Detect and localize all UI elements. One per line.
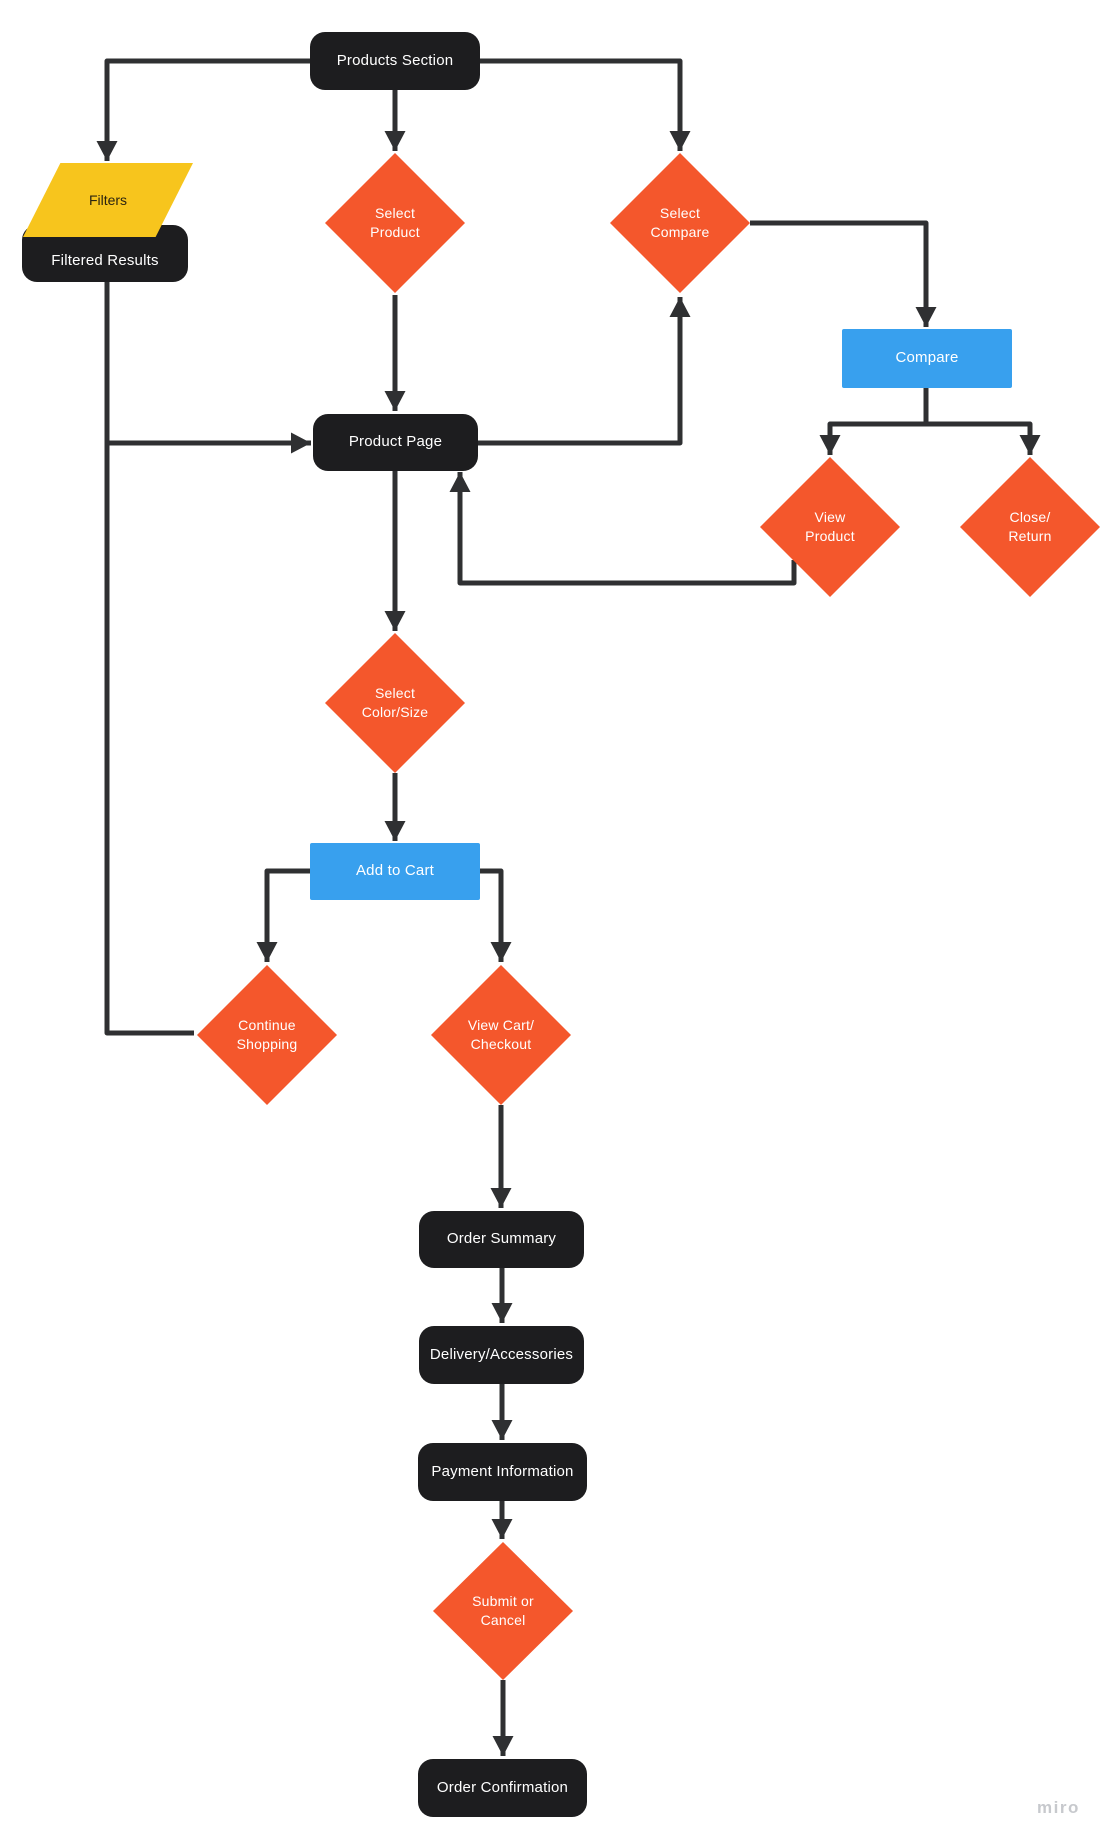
- node-compare[interactable]: Compare: [842, 329, 1012, 388]
- diamond-shape: [960, 457, 1100, 597]
- node-add-to-cart[interactable]: Add to Cart: [310, 843, 480, 900]
- node-delivery-accessories[interactable]: Delivery/Accessories: [419, 1326, 584, 1384]
- node-select-compare[interactable]: Select Compare: [610, 153, 750, 293]
- node-order-summary[interactable]: Order Summary: [419, 1211, 584, 1268]
- edge-add-to-cart-to-view-cart-checkout: [480, 868, 512, 962]
- node-products-section[interactable]: Products Section: [310, 32, 480, 90]
- diamond-shape: [325, 153, 465, 293]
- diamond-shape: [610, 153, 750, 293]
- rounded-rect-shape: [313, 414, 478, 471]
- edge-products-section-to-filters: [96, 58, 310, 161]
- rect-shape: [310, 843, 480, 900]
- diamond-shape: [325, 633, 465, 773]
- rounded-rect-shape: [418, 1443, 587, 1501]
- edge-view-product-to-product-page: [449, 472, 797, 586]
- rect-shape: [842, 329, 1012, 388]
- node-view-cart-checkout[interactable]: View Cart/ Checkout: [431, 965, 571, 1105]
- node-submit-or-cancel[interactable]: Submit or Cancel: [433, 1542, 573, 1680]
- node-order-confirmation[interactable]: Order Confirmation: [418, 1759, 587, 1817]
- node-continue-shopping[interactable]: Continue Shopping: [197, 965, 337, 1105]
- rounded-rect-shape: [419, 1326, 584, 1384]
- edge-compare-to-close-return: [923, 388, 1041, 455]
- node-view-product[interactable]: View Product: [760, 457, 900, 597]
- edge-products-section-to-select-compare: [480, 58, 691, 151]
- edge-add-to-cart-to-continue-shopping: [256, 868, 310, 962]
- node-product-page[interactable]: Product Page: [313, 414, 478, 471]
- diamond-shape: [197, 965, 337, 1105]
- node-select-color-size[interactable]: Select Color/Size: [325, 633, 465, 773]
- diamond-shape: [433, 1542, 573, 1680]
- rounded-rect-shape: [310, 32, 480, 90]
- parallelogram-shape: [23, 163, 193, 237]
- diamond-shape: [431, 965, 571, 1105]
- miro-watermark: miro: [1037, 1798, 1080, 1817]
- edge-select-compare-to-compare: [750, 220, 937, 327]
- edge-filtered-results-to-continue-shopping-rail: [104, 282, 194, 1036]
- node-close-return[interactable]: Close/ Return: [960, 457, 1100, 597]
- node-select-product[interactable]: Select Product: [325, 153, 465, 293]
- rounded-rect-shape: [419, 1211, 584, 1268]
- node-payment-information[interactable]: Payment Information: [418, 1443, 587, 1501]
- node-filters[interactable]: Filters: [23, 163, 193, 237]
- edge-product-page-to-select-compare: [478, 297, 691, 446]
- rounded-rect-shape: [418, 1759, 587, 1817]
- edge-compare-to-view-product: [819, 388, 929, 455]
- diamond-shape: [760, 457, 900, 597]
